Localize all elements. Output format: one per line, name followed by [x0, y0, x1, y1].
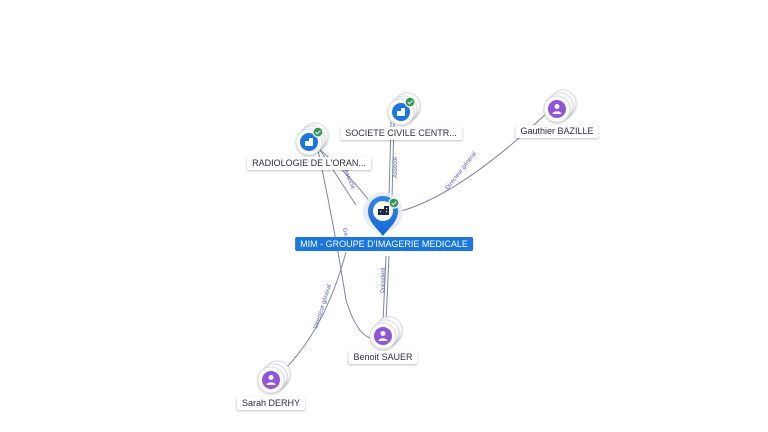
edge-label-sarah-main: Directeur général [313, 284, 333, 330]
edge-label-benoit-radiologie: Gé... [341, 227, 349, 241]
edge-label-societe-main: Associé [393, 156, 399, 178]
edge-benoit-radiologie[interactable] [317, 149, 371, 339]
node-main[interactable] [363, 192, 403, 236]
verified-check-icon [312, 126, 324, 138]
node-gauthier[interactable] [543, 89, 577, 123]
person-icon [378, 331, 388, 341]
node-label-sarah[interactable]: Sarah DERHY [236, 397, 306, 410]
verified-check-icon [404, 96, 416, 108]
edge-label-benoit-main: Président [381, 267, 387, 293]
node-sarah[interactable] [257, 360, 291, 394]
node-label-gauthier[interactable]: Gauthier BAZILLE [515, 125, 599, 138]
building-icon [378, 206, 389, 215]
node-label-main[interactable]: MIM - GROUPE D'IMAGERIE MEDICALE [295, 237, 473, 251]
node-label-benoit[interactable]: Benoit SAUER [348, 351, 418, 364]
node-benoit[interactable] [369, 316, 403, 350]
person-icon [266, 375, 276, 385]
node-label-radiologie[interactable]: RADIOLOGIE DE L'ORAN... [247, 157, 371, 170]
edge-benoit-main[interactable] [382, 255, 387, 323]
building-icon [305, 138, 313, 146]
verified-check-icon [388, 197, 400, 209]
edge-benoit-main-2[interactable] [385, 255, 390, 323]
node-label-societe[interactable]: SOCIETE CIVILE CENTR... [340, 127, 462, 140]
edge-sarah-main[interactable] [281, 251, 347, 373]
edge-label-gauthier-main: Directeur général [445, 151, 478, 191]
node-societe[interactable] [387, 92, 421, 126]
person-icon [552, 104, 562, 114]
building-icon [397, 108, 405, 116]
node-radiologie[interactable] [295, 122, 329, 156]
